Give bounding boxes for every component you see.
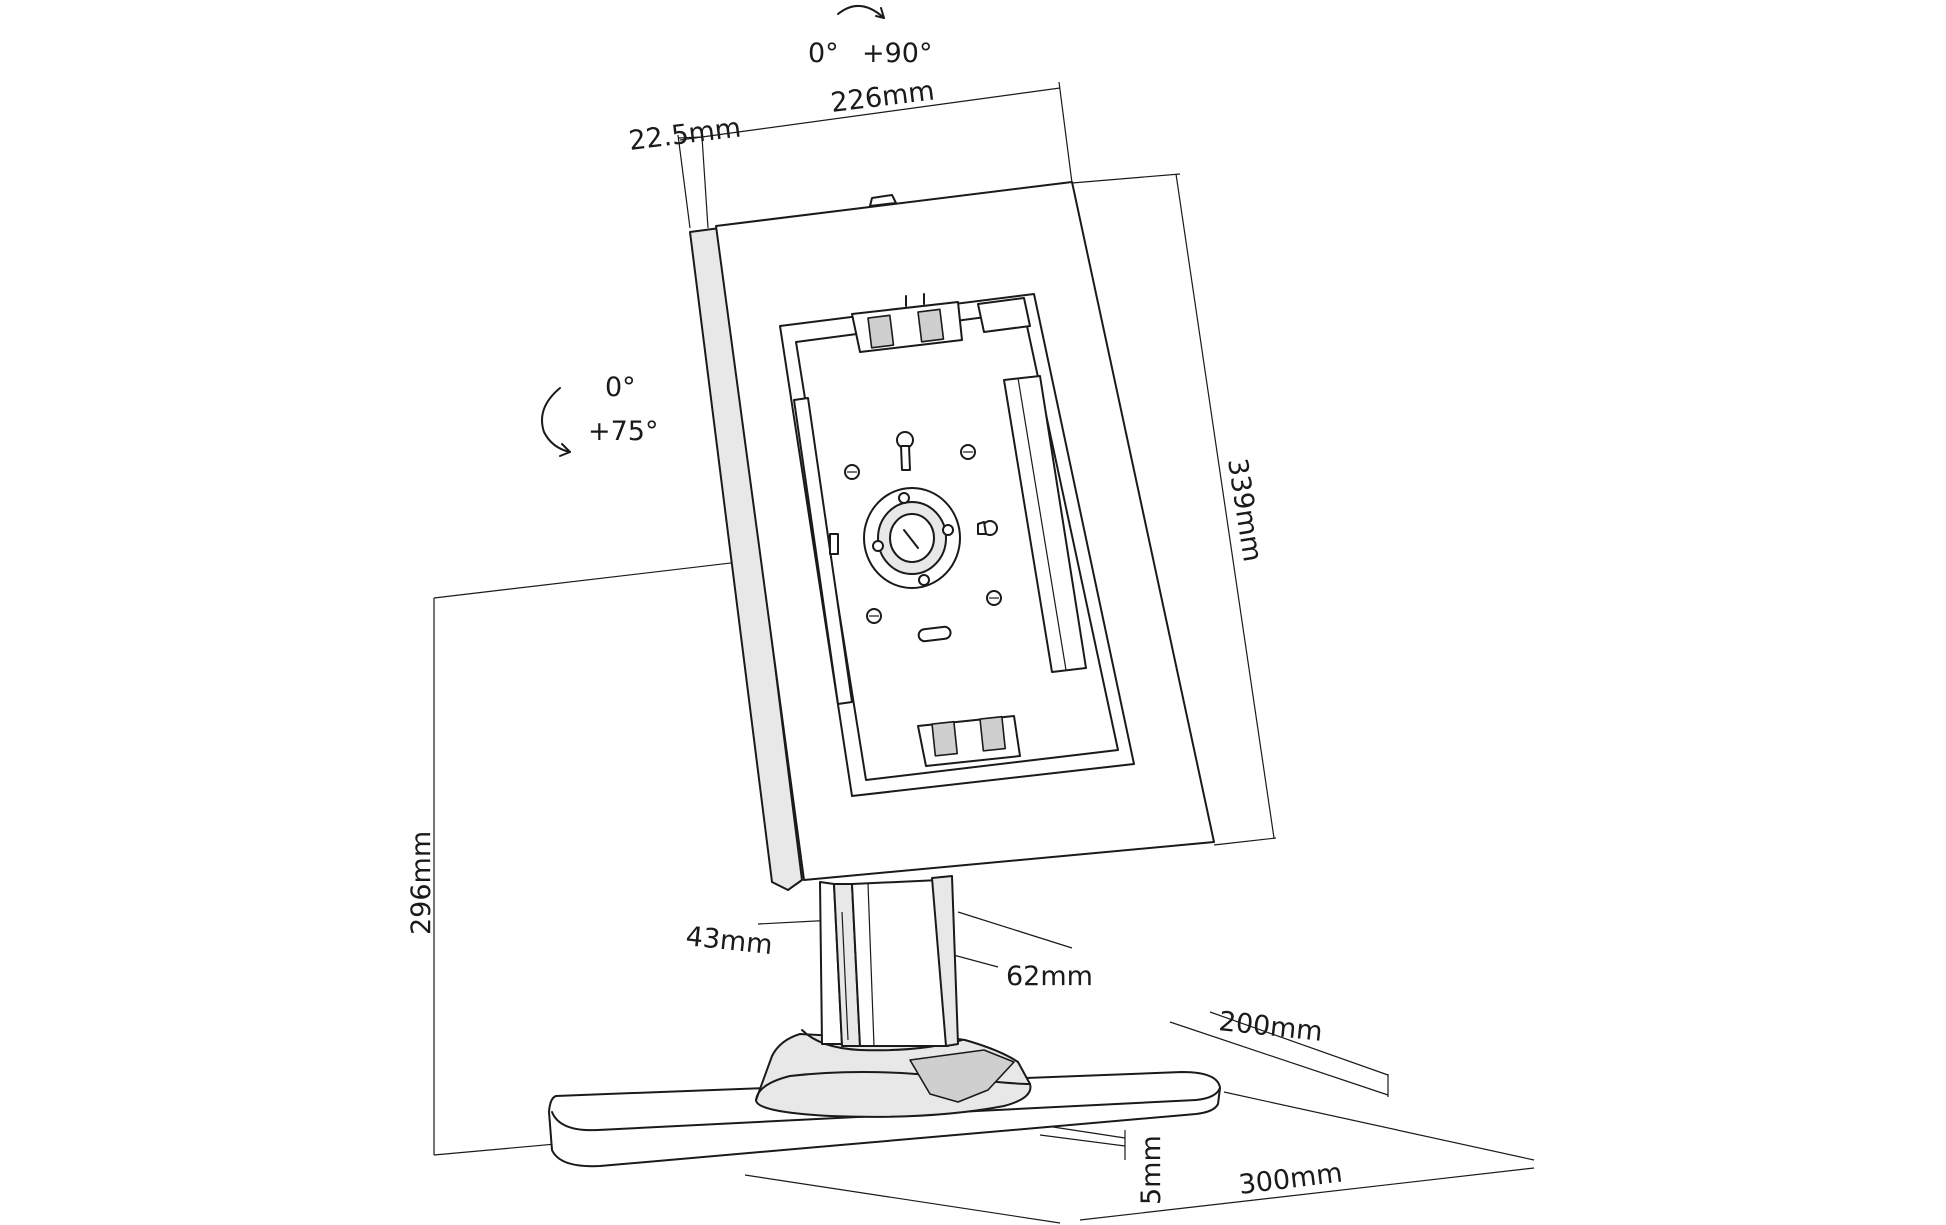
screw — [844, 464, 860, 480]
rotation-start-label: 0° — [808, 38, 839, 69]
base-thickness-label: 5mm — [1136, 1135, 1167, 1205]
keyhole-slot — [896, 431, 914, 471]
lock-cylinder — [863, 487, 961, 589]
tilt-arrow-icon — [541, 387, 571, 457]
base-depth-label: 200mm — [1217, 1006, 1324, 1048]
pole-width-label: 62mm — [1006, 961, 1093, 992]
screw — [866, 608, 882, 624]
pole-depth-label: 43mm — [684, 921, 774, 961]
left-rail — [793, 397, 853, 705]
mounting-hardware — [793, 293, 1087, 767]
screw — [960, 444, 976, 460]
right-rail — [1003, 375, 1087, 673]
base-plate — [548, 1071, 1221, 1168]
rotation-end-label: +90° — [862, 38, 932, 69]
screw — [986, 590, 1002, 606]
tilt-end-label: +75° — [588, 416, 658, 447]
total-height-label: 296mm — [406, 831, 437, 935]
width-label: 226mm — [829, 75, 936, 118]
keyhole-slot-side — [977, 520, 998, 536]
base-width-label: 300mm — [1237, 1157, 1344, 1200]
rotation-arrow-top-icon — [837, 5, 885, 19]
height-label: 339mm — [1221, 456, 1268, 564]
depth-label: 22.5mm — [627, 112, 743, 157]
tilt-start-label: 0° — [605, 372, 636, 403]
pole — [819, 875, 959, 1047]
